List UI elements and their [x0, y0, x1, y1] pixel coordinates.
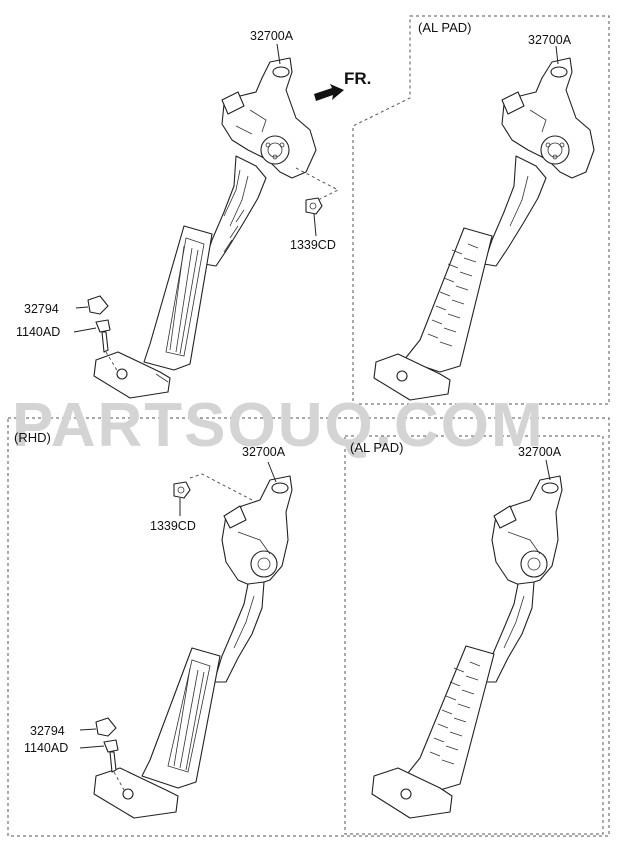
bottom-left-cap-label: 32794 — [30, 724, 65, 738]
direction-label: FR. — [344, 69, 371, 88]
bottom-left-pedal-label: 32700A — [242, 445, 286, 459]
top-left-cap — [87, 295, 109, 315]
top-right-assembly: (AL PAD) 32700A — [373, 20, 595, 401]
top-right-region-border — [352, 15, 610, 405]
bottom-right-region-border — [344, 435, 604, 835]
bottom-left-bolt-label: 1140AD — [24, 741, 68, 755]
bottom-left-nut-label: 1339CD — [150, 519, 196, 533]
top-left-pedal-label: 32700A — [250, 29, 294, 43]
bottom-left-bolt — [103, 739, 119, 753]
bottom-left-nut — [173, 481, 191, 499]
watermark: PARTSOUQ.COM — [12, 391, 545, 460]
top-left-assembly: 32700A 1339CD 32794 1140AD — [16, 29, 340, 399]
top-left-nut-label: 1339CD — [290, 238, 336, 252]
bottom-right-assembly: (AL PAD) 32700A — [350, 440, 563, 819]
top-right-pedal-label: 32700A — [528, 33, 572, 47]
front-direction-indicator: FR. — [314, 69, 371, 101]
bottom-region-border — [7, 417, 610, 837]
top-left-nut — [305, 197, 323, 215]
top-right-region-label: (AL PAD) — [418, 20, 471, 35]
bottom-right-region-label: (AL PAD) — [350, 440, 403, 455]
top-left-bolt-label: 1140AD — [16, 325, 60, 339]
direction-arrow-icon — [314, 84, 344, 101]
top-left-cap-label: 32794 — [24, 302, 59, 316]
bottom-right-pedal-label: 32700A — [518, 445, 562, 459]
top-left-bolt — [95, 319, 111, 333]
bottom-left-assembly: (RHD) 32700A 1339CD — [14, 430, 293, 819]
bottom-left-region-label: (RHD) — [14, 430, 51, 445]
bottom-left-cap — [95, 717, 117, 737]
